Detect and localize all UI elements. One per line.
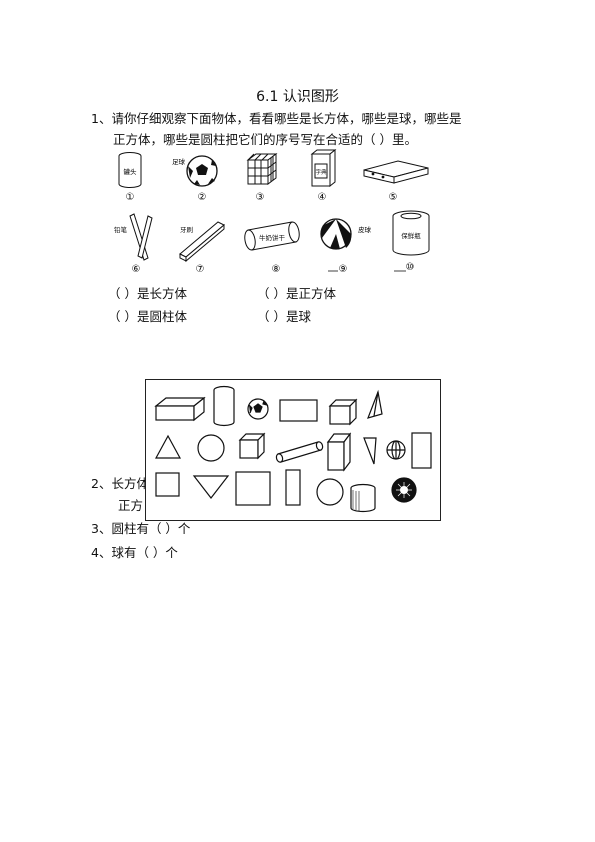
globe-shape-icon xyxy=(386,440,406,460)
square-shape-icon-2 xyxy=(235,471,271,506)
thin-triangle-shape-icon xyxy=(363,437,377,465)
question-1-line-2: 正方体，哪些是圆柱把它们的序号写在合适的（ ）里。 xyxy=(113,132,417,147)
svg-text:⑩: ⑩ xyxy=(406,262,415,273)
cylinder-shape-icon xyxy=(213,385,235,427)
triangle-3d-shape-icon xyxy=(367,389,383,419)
cube-shape-icon xyxy=(328,398,358,426)
inverted-triangle-shape-icon xyxy=(192,475,230,499)
svg-text:⑤: ⑤ xyxy=(389,192,398,203)
svg-text:铅笔: 铅笔 xyxy=(114,225,128,234)
square-shape-icon xyxy=(155,472,180,497)
tall-rectangle-shape-icon xyxy=(411,432,432,469)
answer-cube[interactable]: （ ）是正方体 xyxy=(257,286,336,301)
cookie-roll-icon: 牛奶饼干 xyxy=(244,221,300,251)
circle-shape-icon-2 xyxy=(316,478,344,506)
circle-shape-icon xyxy=(197,434,225,462)
question-2-line-1: 2、长方体 xyxy=(91,476,149,491)
svg-text:⑧: ⑧ xyxy=(272,264,281,275)
shapes-illustration xyxy=(154,385,432,513)
svg-text:保鲜瓶: 保鲜瓶 xyxy=(401,231,421,240)
ball-shape-icon xyxy=(247,398,269,420)
tube-shape-icon xyxy=(275,441,324,463)
svg-text:⑨: ⑨ xyxy=(339,264,348,275)
dictionary-box-icon: 字典 xyxy=(310,148,337,188)
narrow-rectangle-shape-icon xyxy=(285,469,301,506)
rubiks-cube-icon xyxy=(246,153,278,185)
svg-text:罐头: 罐头 xyxy=(124,167,138,176)
shapes-panel xyxy=(145,379,441,521)
question-1-line-1: 1、请你仔细观察下面物体，看看哪些是长方体，哪些是球，哪些是 xyxy=(91,111,462,126)
answer-sphere[interactable]: （ ）是球 xyxy=(257,309,311,324)
svg-text:⑦: ⑦ xyxy=(196,264,205,275)
svg-text:④: ④ xyxy=(318,192,327,203)
beach-ball-icon: 皮球 xyxy=(320,218,372,250)
svg-text:足球: 足球 xyxy=(172,157,186,166)
svg-text:③: ③ xyxy=(256,192,265,203)
object-number: ① xyxy=(126,192,135,203)
svg-text:字典: 字典 xyxy=(315,168,327,176)
svg-text:⑥: ⑥ xyxy=(132,264,141,275)
tall-cuboid-shape-icon xyxy=(326,432,352,472)
soccer-ball-icon: 足球 xyxy=(172,155,218,187)
triangle-shape-icon xyxy=(154,434,182,459)
rectangle-shape-icon xyxy=(279,399,318,422)
objects-illustration: 罐头 ① 足球 ② ③ 字典 ④ ⑤ xyxy=(114,148,430,275)
svg-text:皮球: 皮球 xyxy=(358,225,372,234)
page-title: 6.1 认识图形 xyxy=(256,89,339,105)
svg-text:牙刷: 牙刷 xyxy=(180,226,193,234)
question-3: 3、圆柱有（ ）个 xyxy=(91,521,191,536)
jar-icon: 保鲜瓶 xyxy=(392,210,430,256)
can-icon: 罐头 xyxy=(118,152,142,188)
question-2-line-2: 正方 xyxy=(118,498,144,513)
dark-ball-shape-icon xyxy=(391,477,417,503)
svg-text:②: ② xyxy=(198,192,207,203)
answer-cuboid[interactable]: （ ）是长方体 xyxy=(108,286,187,301)
pencils-icon: 铅笔 xyxy=(114,213,153,261)
short-cylinder-shape-icon xyxy=(350,483,376,513)
answer-cylinder[interactable]: （ ）是圆柱体 xyxy=(108,309,187,324)
question-4: 4、球有（ ）个 xyxy=(91,545,178,560)
flat-box-icon xyxy=(363,160,429,184)
cube-shape-icon-2 xyxy=(238,432,266,460)
cuboid-shape-icon xyxy=(154,396,206,422)
svg-text:牛奶饼干: 牛奶饼干 xyxy=(259,233,286,242)
toothbrush-box-icon: 牙刷 xyxy=(179,221,225,263)
